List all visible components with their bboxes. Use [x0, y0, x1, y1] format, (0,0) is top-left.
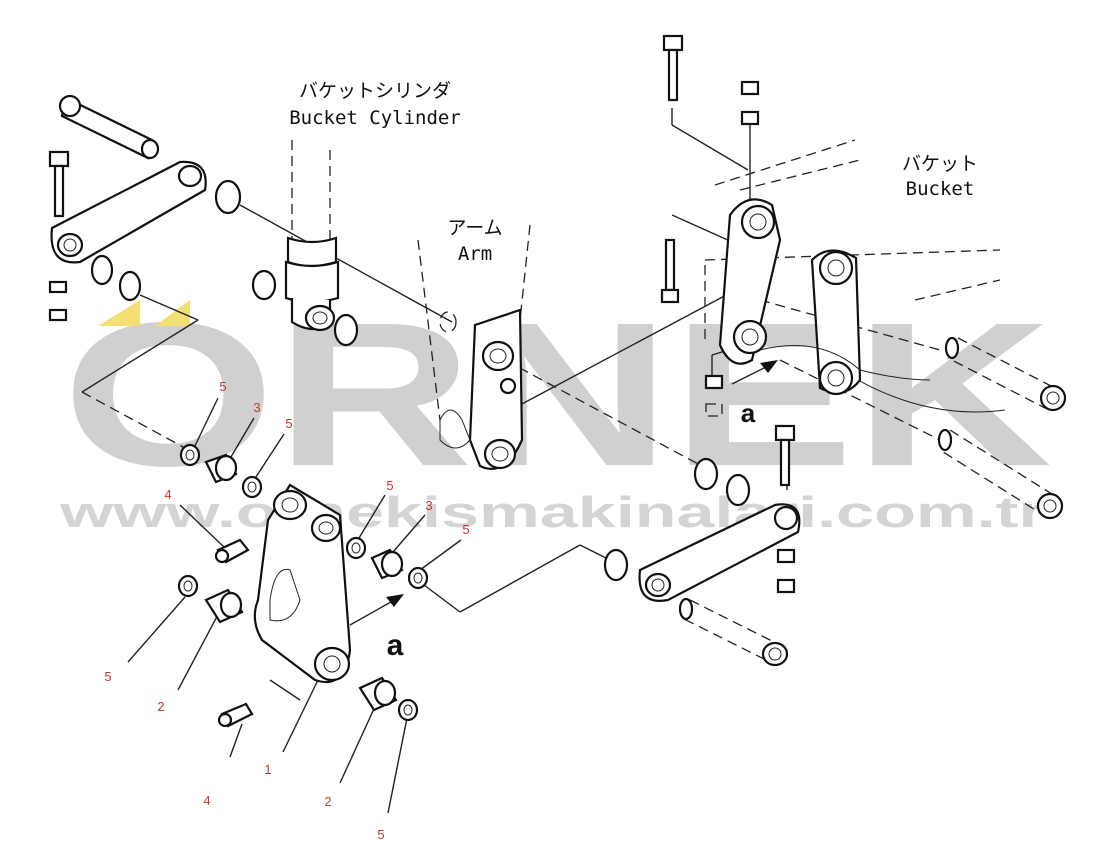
- grease-fittings-part-4: [214, 538, 254, 728]
- link-lower-right: [638, 503, 801, 602]
- callout-number: 2: [157, 699, 164, 714]
- label-arm-en: Arm: [458, 243, 492, 265]
- label-bucket-cylinder-en: Bucket Cylinder: [289, 107, 461, 129]
- bushing-part-2-lower: [358, 676, 398, 712]
- callout-number: 4: [164, 487, 171, 502]
- callout-number: 5: [462, 522, 469, 537]
- pin-bucket-upper: [944, 336, 1067, 412]
- bucket-cylinder: [284, 140, 340, 332]
- view-marker-a: a: [387, 629, 404, 662]
- part-labels: バケットシリンダ Bucket Cylinder アーム Arm バケット Bu…: [289, 80, 978, 662]
- pin-upper-left: [58, 94, 160, 160]
- callout-number: 5: [386, 478, 393, 493]
- callout-number: 2: [324, 794, 331, 809]
- bucket: [704, 139, 1006, 413]
- callout-number: 5: [219, 379, 226, 394]
- view-marker-a: a: [741, 398, 756, 428]
- callout-number: 5: [377, 827, 384, 842]
- callout-leaders: [127, 397, 462, 814]
- watermark-url: www.ornekismakinalari.com.tr: [58, 488, 1045, 537]
- watermark-accent: [155, 300, 190, 326]
- view-arrows: [349, 360, 778, 626]
- watermark-accent: [98, 300, 140, 326]
- callout-number: 3: [253, 400, 260, 415]
- label-bucket-en: Bucket: [906, 178, 975, 200]
- callout-numbers: 5 3 5 4 5 3 5 5 2 4 1 2 5: [104, 379, 469, 842]
- bushing-part-3-upper: [204, 453, 238, 484]
- arrow-head-icon: [760, 360, 778, 373]
- callout-number: 5: [104, 669, 111, 684]
- callout-number: 3: [425, 498, 432, 513]
- main-link-part-1: [253, 483, 352, 683]
- link-upper-left: [50, 160, 207, 264]
- arm: [417, 224, 531, 470]
- bushing-part-3-right: [370, 548, 404, 580]
- arrow-head-icon: [386, 594, 404, 607]
- washers: [90, 179, 751, 582]
- label-arm-jp: アーム: [447, 217, 502, 239]
- watermark-brand: ORNEK: [62, 280, 1052, 509]
- callout-number: 4: [203, 793, 210, 808]
- seal-rings: [177, 443, 429, 722]
- pin-bucket-lower: [937, 428, 1064, 520]
- bushing-part-2-left: [204, 588, 244, 624]
- label-bucket-jp: バケット: [902, 153, 978, 175]
- callout-number: 5: [285, 416, 292, 431]
- bolts-and-nuts: [48, 34, 796, 594]
- callout-number: 1: [264, 762, 271, 777]
- label-bucket-cylinder-jp: バケットシリンダ: [299, 80, 451, 102]
- pin-lower-right: [678, 597, 789, 667]
- watermark: ORNEK www.ornekismakinalari.com.tr: [58, 280, 1052, 537]
